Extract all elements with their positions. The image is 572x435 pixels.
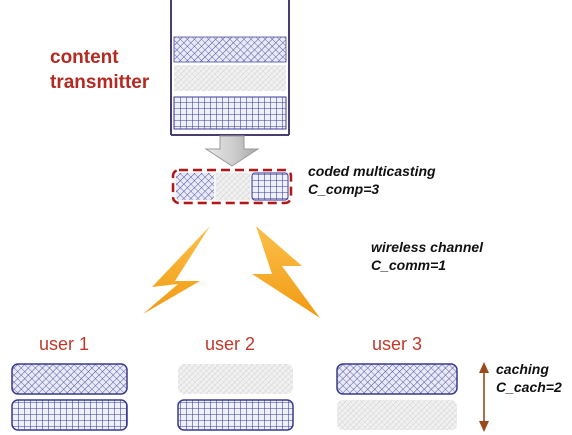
transmitter-file-c (174, 65, 286, 91)
user-2-label: user 2 (205, 334, 256, 354)
caching-size-arrow-icon (479, 362, 489, 432)
channel-cost: C_comm=1 (371, 257, 447, 273)
user-2-cache (177, 364, 294, 431)
transmitter-label: content transmitter (50, 45, 149, 95)
user-3-file-a (336, 363, 458, 395)
transmitter-file-a (173, 36, 287, 63)
lightning-bolt-left-icon (143, 226, 210, 314)
channel-annotation: wireless channel C_comm=1 (371, 238, 483, 274)
down-arrow-icon (204, 135, 260, 167)
caching-label: caching (496, 361, 549, 377)
multicast-cost: C_comp=3 (308, 181, 380, 197)
channel-label: wireless channel (371, 239, 484, 255)
caching-cost: C_cach=2 (496, 379, 562, 395)
coded-packet (171, 168, 293, 205)
user-1-file-b (11, 399, 128, 431)
user-2-file-c (178, 364, 293, 394)
user-1-label: user 1 (39, 334, 90, 354)
coded-segment-c (216, 173, 250, 200)
user-2-file-b (177, 399, 294, 431)
coded-segment-a (176, 173, 214, 200)
transmitter-stack (170, 0, 290, 136)
user-1-cache (11, 363, 128, 431)
multicast-annotation: coded multicasting C_comp=3 (308, 162, 436, 198)
lightning-bolt-right-icon (252, 226, 320, 318)
user-3-label: user 3 (372, 334, 423, 354)
transmitter-file-b (173, 96, 287, 130)
multicast-label: coded multicasting (308, 163, 436, 179)
user-3-cache (336, 363, 458, 430)
transmitter-label-line1: content (50, 47, 119, 68)
caching-annotation: caching C_cach=2 (496, 360, 562, 396)
coded-segment-b (251, 172, 289, 201)
user-1-file-a (11, 363, 128, 395)
user-3-file-c (337, 400, 457, 430)
transmitter-label-line2: transmitter (50, 72, 150, 93)
